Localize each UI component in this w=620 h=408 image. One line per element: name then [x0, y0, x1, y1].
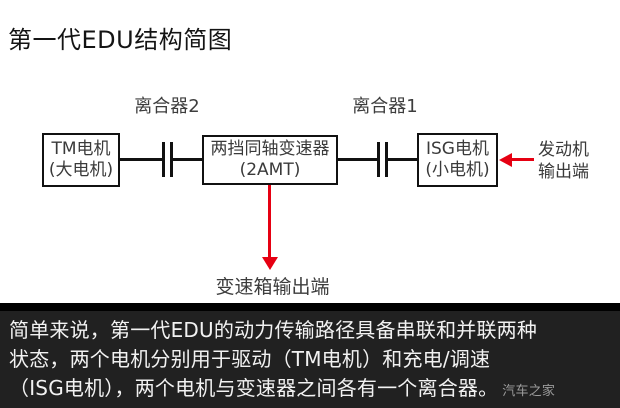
gearbox-box: 两挡同轴变速器 (2AMT): [202, 135, 338, 185]
isg-motor-subname: (小电机): [425, 160, 490, 180]
engine-input-arrow: [511, 158, 534, 161]
diagram-title: 第一代EDU结构简图: [8, 26, 233, 54]
gearbox-output-arrow: [268, 185, 271, 258]
engine-output-line2: 输出端: [538, 162, 589, 182]
caption-line-1: 简单来说，第一代EDU的动力传输路径具备串联和并联两种: [9, 318, 538, 342]
caption-line-2: 状态，两个电机分别用于驱动（TM电机）和充电/调速: [9, 347, 491, 371]
autohome-watermark: 汽车之家: [502, 384, 556, 399]
caption-line-3-text: （ISG电机），两个电机与变速器之间各有一个离合器。: [9, 376, 499, 400]
clutch2-label: 离合器2: [134, 96, 200, 117]
gearbox-subname: (2AMT): [239, 160, 301, 180]
tm-motor-name: TM电机: [51, 139, 111, 159]
engine-output-label: 发动机 输出端: [538, 139, 589, 183]
shaft-line: [388, 158, 418, 161]
down-arrow-icon: [262, 257, 278, 270]
shaft-line: [338, 158, 378, 161]
clutch1-symbol-bar: [385, 142, 388, 177]
shaft-line: [120, 158, 163, 161]
gearbox-name: 两挡同轴变速器: [210, 139, 330, 159]
caption-bar: 简单来说，第一代EDU的动力传输路径具备串联和并联两种 状态，两个电机分别用于驱…: [0, 303, 620, 408]
isg-motor-name: ISG电机: [426, 139, 489, 159]
clutch2-symbol-bar: [170, 142, 173, 177]
gearbox-output-label: 变速箱输出端: [215, 276, 330, 298]
left-arrow-icon: [499, 153, 512, 167]
tm-motor-subname: (大电机): [48, 160, 114, 180]
clutch1-label: 离合器1: [352, 96, 418, 117]
clutch2-symbol-bar: [162, 142, 165, 177]
tm-motor-box: TM电机 (大电机): [42, 133, 120, 187]
engine-output-line1: 发动机: [538, 140, 589, 160]
caption-line-3: （ISG电机），两个电机与变速器之间各有一个离合器。 汽车之家: [9, 374, 612, 406]
clutch1-symbol-bar: [377, 142, 380, 177]
shaft-line: [173, 158, 203, 161]
isg-motor-box: ISG电机 (小电机): [417, 133, 498, 187]
